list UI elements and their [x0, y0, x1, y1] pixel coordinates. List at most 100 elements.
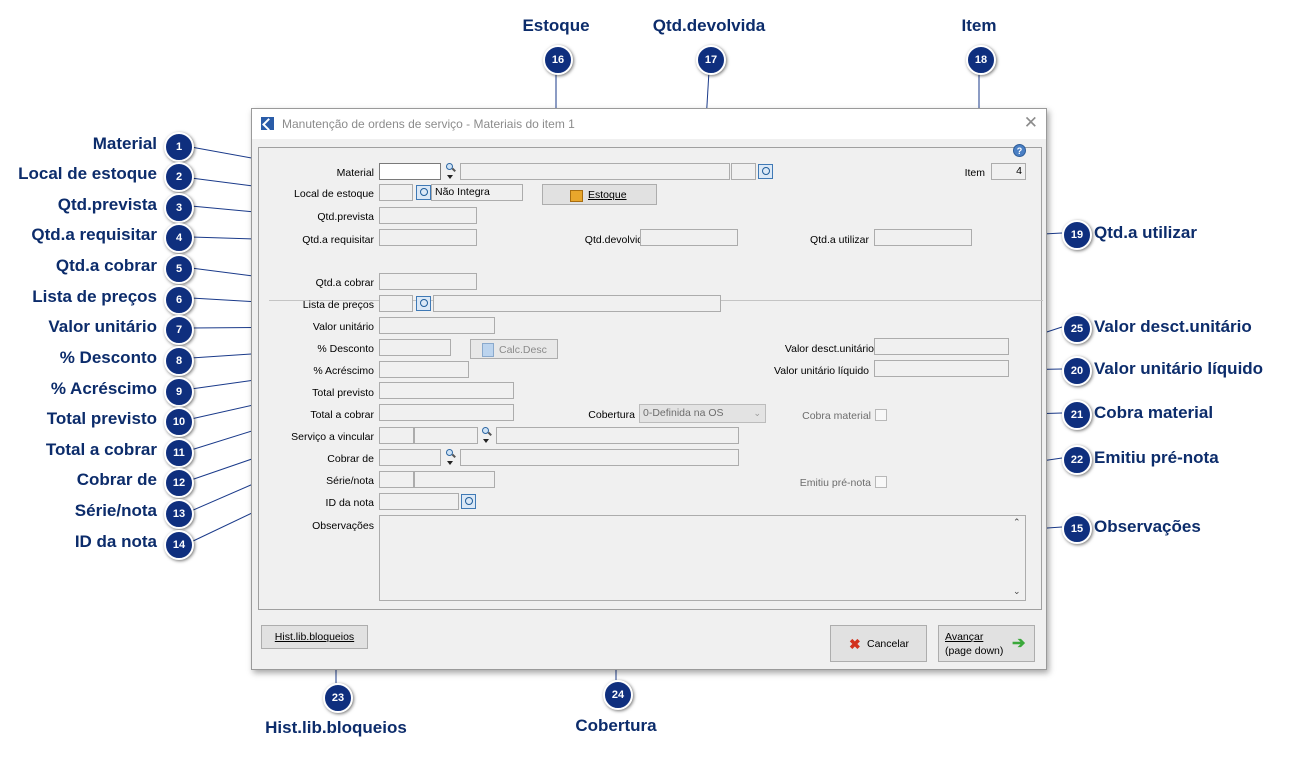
servico-code-input[interactable] [379, 427, 414, 444]
serie-nota-label: Série/nota [326, 475, 374, 487]
cancelar-label: Cancelar [867, 638, 910, 650]
total-cobrar-label: Total a cobrar [310, 409, 374, 421]
callout-9-badge: 9 [164, 377, 194, 407]
cobrar-de-code-input[interactable] [379, 449, 441, 466]
callout-16-badge: 16 [543, 45, 573, 75]
callout-10-text: Total previsto [46, 409, 157, 428]
servico-label: Serviço a vincular [291, 431, 374, 443]
materials-dialog: Manutenção de ordens de serviço - Materi… [251, 108, 1047, 670]
cobra-material-label: Cobra material [802, 410, 871, 422]
callout-23-badge: 23 [323, 683, 353, 713]
avancar-button[interactable]: Avançar (page down) ➔ [938, 625, 1035, 662]
emitiu-pre-nota-checkbox[interactable] [875, 476, 887, 488]
observacoes-textarea[interactable]: ⌃ ⌄ [379, 515, 1026, 601]
callout-7-badge: 7 [164, 315, 194, 345]
qtd-requisitar-input[interactable] [379, 229, 477, 246]
qtd-prevista-input[interactable] [379, 207, 477, 224]
valor-unitario-input[interactable] [379, 317, 495, 334]
callout-16-text: Estoque [522, 16, 590, 35]
material-description-field[interactable] [460, 163, 730, 180]
item-field: 4 [991, 163, 1026, 180]
app-icon [261, 117, 274, 130]
material-code-input[interactable] [379, 163, 441, 180]
material-search-icon[interactable] [445, 162, 457, 182]
callout-25-badge: 25 [1062, 314, 1092, 344]
emitiu-pre-nota-label: Emitiu pré-nota [799, 477, 871, 489]
callout-5-text: Qtd.a cobrar [55, 256, 157, 275]
observacoes-scrollbar[interactable]: ⌃ ⌄ [1010, 516, 1025, 600]
nota-input[interactable] [414, 471, 495, 488]
cobrar-de-search-icon[interactable] [445, 448, 457, 468]
cobra-material-checkbox[interactable] [875, 409, 887, 421]
material-unit-field[interactable] [731, 163, 756, 180]
callout-18-text: Item [961, 16, 997, 35]
qtd-devolvida-input[interactable] [640, 229, 738, 246]
callout-4-text: Qtd.a requisitar [31, 225, 157, 244]
total-previsto-input[interactable] [379, 382, 514, 399]
desconto-label: % Desconto [317, 343, 374, 355]
material-lookup-icon[interactable] [758, 164, 773, 179]
servico-description[interactable] [496, 427, 739, 444]
valor-desct-label: Valor desct.unitário [784, 343, 874, 355]
calculator-icon [482, 343, 494, 357]
callout-19-text: Qtd.a utilizar [1094, 223, 1197, 242]
callout-15-badge: 15 [1062, 514, 1092, 544]
id-nota-input[interactable] [379, 493, 459, 510]
calc-desc-button[interactable]: Calc.Desc [470, 339, 558, 359]
qtd-utilizar-input[interactable] [874, 229, 972, 246]
callout-5-badge: 5 [164, 254, 194, 284]
callout-17-badge: 17 [696, 45, 726, 75]
scroll-down-icon[interactable]: ⌄ [1013, 586, 1021, 596]
qtd-prevista-label: Qtd.prevista [317, 211, 374, 223]
callout-18-badge: 18 [966, 45, 996, 75]
callout-24-badge: 24 [603, 680, 633, 710]
acrescimo-input[interactable] [379, 361, 469, 378]
callout-21-text: Cobra material [1094, 403, 1214, 422]
valor-liquido-input[interactable] [874, 360, 1009, 377]
cobrar-de-label: Cobrar de [327, 453, 374, 465]
local-estoque-code-input[interactable] [379, 184, 413, 201]
arrow-right-icon: ➔ [1012, 635, 1026, 652]
qtd-cobrar-label: Qtd.a cobrar [315, 277, 374, 289]
valor-unitario-label: Valor unitário [312, 321, 374, 333]
cobertura-select[interactable]: 0-Definida na OS ⌄ [639, 404, 766, 423]
lista-precos-description[interactable] [433, 295, 721, 312]
cobrar-de-description[interactable] [460, 449, 739, 466]
lista-precos-code-input[interactable] [379, 295, 413, 312]
id-nota-lookup-icon[interactable] [461, 494, 476, 509]
cancelar-button[interactable]: ✖ Cancelar [830, 625, 927, 662]
id-nota-label: ID da nota [325, 497, 374, 509]
lista-precos-lookup-icon[interactable] [416, 296, 431, 311]
title-bar: Manutenção de ordens de serviço - Materi… [252, 109, 1046, 139]
callout-12-text: Cobrar de [76, 470, 157, 489]
serie-input[interactable] [379, 471, 414, 488]
estoque-button[interactable]: Estoque [542, 184, 657, 205]
local-estoque-description: Não Integra [431, 184, 523, 201]
callout-22-text: Emitiu pré-nota [1094, 448, 1219, 467]
callout-4-badge: 4 [164, 223, 194, 253]
servico-sub-input[interactable] [414, 427, 478, 444]
help-icon[interactable]: ? [1013, 144, 1026, 157]
avancar-sub-label: (page down) [945, 645, 1004, 657]
chevron-down-icon: ⌄ [753, 408, 761, 418]
total-previsto-label: Total previsto [312, 387, 374, 399]
hist-lib-bloqueios-button[interactable]: Hist.lib.bloqueios [261, 625, 368, 649]
callout-11-text: Total a cobrar [45, 440, 157, 459]
close-icon[interactable]: ✕ [1023, 113, 1038, 132]
valor-desct-input[interactable] [874, 338, 1009, 355]
callout-21-badge: 21 [1062, 400, 1092, 430]
callout-2-badge: 2 [164, 162, 194, 192]
callout-10-badge: 10 [164, 407, 194, 437]
desconto-input[interactable] [379, 339, 451, 356]
local-estoque-lookup-icon[interactable] [416, 185, 431, 200]
total-cobrar-input[interactable] [379, 404, 514, 421]
local-estoque-label: Local de estoque [294, 188, 374, 200]
dialog-title: Manutenção de ordens de serviço - Materi… [282, 117, 575, 131]
callout-6-badge: 6 [164, 285, 194, 315]
scroll-up-icon[interactable]: ⌃ [1013, 517, 1021, 527]
callout-3-text: Qtd.prevista [57, 195, 157, 214]
callout-6-text: Lista de preços [32, 287, 157, 306]
qtd-cobrar-input[interactable] [379, 273, 477, 290]
callout-11-badge: 11 [164, 438, 194, 468]
servico-search-icon[interactable] [481, 426, 493, 446]
